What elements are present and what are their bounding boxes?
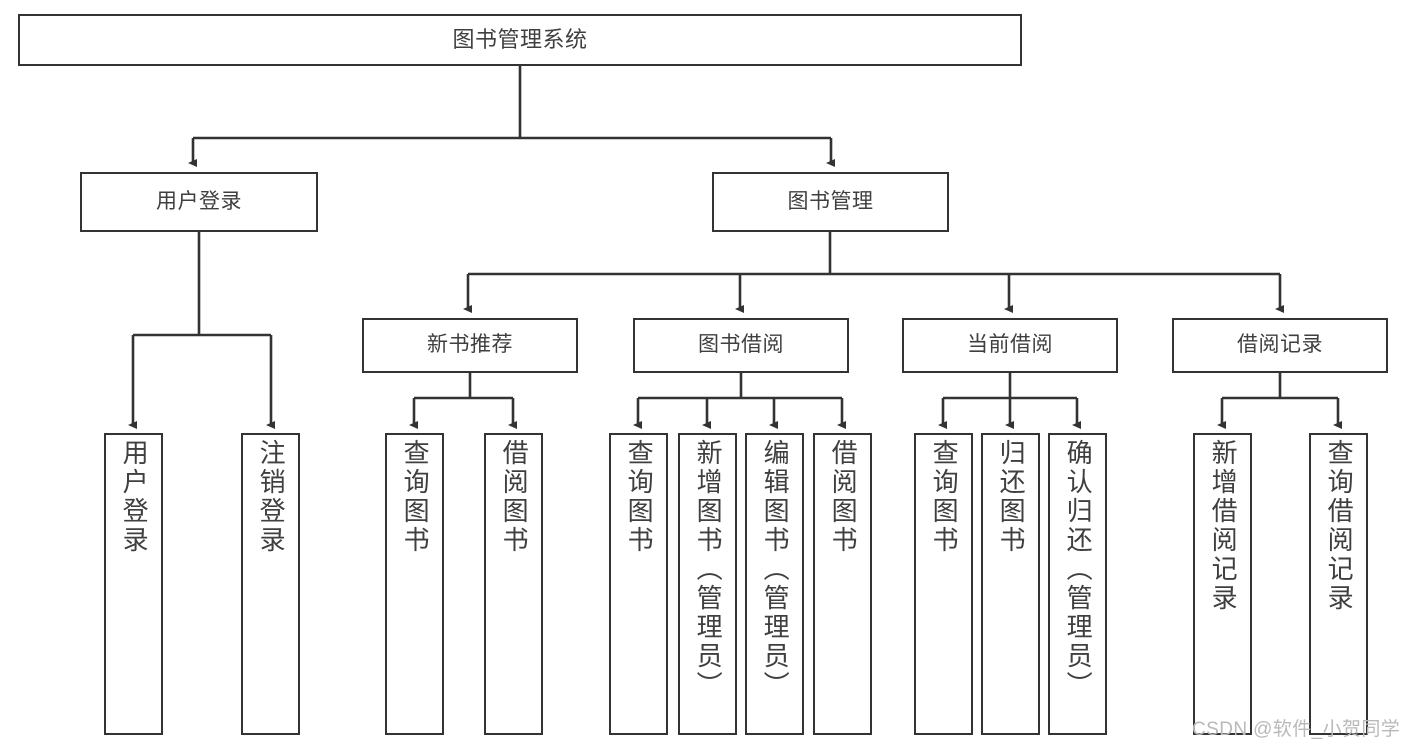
node-borrow-records[interactable]: 借阅记录 [1172, 318, 1388, 373]
node-new-book-recommend-label: 新书推荐 [427, 333, 513, 357]
leaf-query-borrow-record[interactable]: 查询借阅记录 [1309, 433, 1368, 735]
leaf-query-borrow-record-label: 查询借阅记录 [1324, 439, 1355, 613]
leaf-borrow-book-2-label: 借阅图书 [828, 439, 859, 555]
node-new-book-recommend[interactable]: 新书推荐 [362, 318, 578, 373]
leaf-edit-book-admin-label: 编辑图书（管理员） [760, 439, 791, 700]
node-user-login-label: 用户登录 [156, 189, 242, 213]
node-book-borrow[interactable]: 图书借阅 [633, 318, 849, 373]
node-root-label: 图书管理系统 [452, 27, 588, 53]
leaf-add-book-admin[interactable]: 新增图书（管理员） [678, 433, 737, 735]
leaf-edit-book-admin[interactable]: 编辑图书（管理员） [745, 433, 804, 735]
leaf-query-book-1[interactable]: 查询图书 [385, 433, 444, 735]
node-borrow-records-label: 借阅记录 [1237, 333, 1323, 357]
leaf-logout-label: 注销登录 [256, 439, 287, 555]
leaf-user-login[interactable]: 用户登录 [104, 433, 163, 735]
node-current-borrow-label: 当前借阅 [967, 333, 1053, 357]
leaf-query-book-3[interactable]: 查询图书 [914, 433, 973, 735]
leaf-query-book-3-label: 查询图书 [929, 439, 960, 555]
node-book-management-label: 图书管理 [787, 189, 874, 213]
leaf-confirm-return-admin-label: 确认归还（管理员） [1063, 439, 1094, 700]
leaf-borrow-book-2[interactable]: 借阅图书 [813, 433, 872, 735]
leaf-return-book-label: 归还图书 [996, 439, 1027, 555]
node-book-borrow-label: 图书借阅 [698, 333, 784, 357]
leaf-query-book-1-label: 查询图书 [400, 439, 431, 555]
node-root[interactable]: 图书管理系统 [18, 14, 1022, 66]
node-current-borrow[interactable]: 当前借阅 [902, 318, 1118, 373]
node-book-management[interactable]: 图书管理 [712, 172, 949, 232]
leaf-return-book[interactable]: 归还图书 [981, 433, 1040, 735]
leaf-user-login-label: 用户登录 [119, 439, 150, 555]
leaf-borrow-book-1[interactable]: 借阅图书 [484, 433, 543, 735]
leaf-query-book-2[interactable]: 查询图书 [609, 433, 668, 735]
leaf-confirm-return-admin[interactable]: 确认归还（管理员） [1048, 433, 1107, 735]
leaf-add-book-admin-label: 新增图书（管理员） [693, 439, 724, 700]
leaf-add-borrow-record[interactable]: 新增借阅记录 [1193, 433, 1252, 735]
csdn-watermark: CSDN @软件_小贺同学 [1192, 719, 1401, 740]
leaf-add-borrow-record-label: 新增借阅记录 [1208, 439, 1239, 613]
leaf-borrow-book-1-label: 借阅图书 [499, 439, 530, 555]
leaf-query-book-2-label: 查询图书 [624, 439, 655, 555]
node-user-login[interactable]: 用户登录 [80, 172, 318, 232]
leaf-logout[interactable]: 注销登录 [241, 433, 300, 735]
